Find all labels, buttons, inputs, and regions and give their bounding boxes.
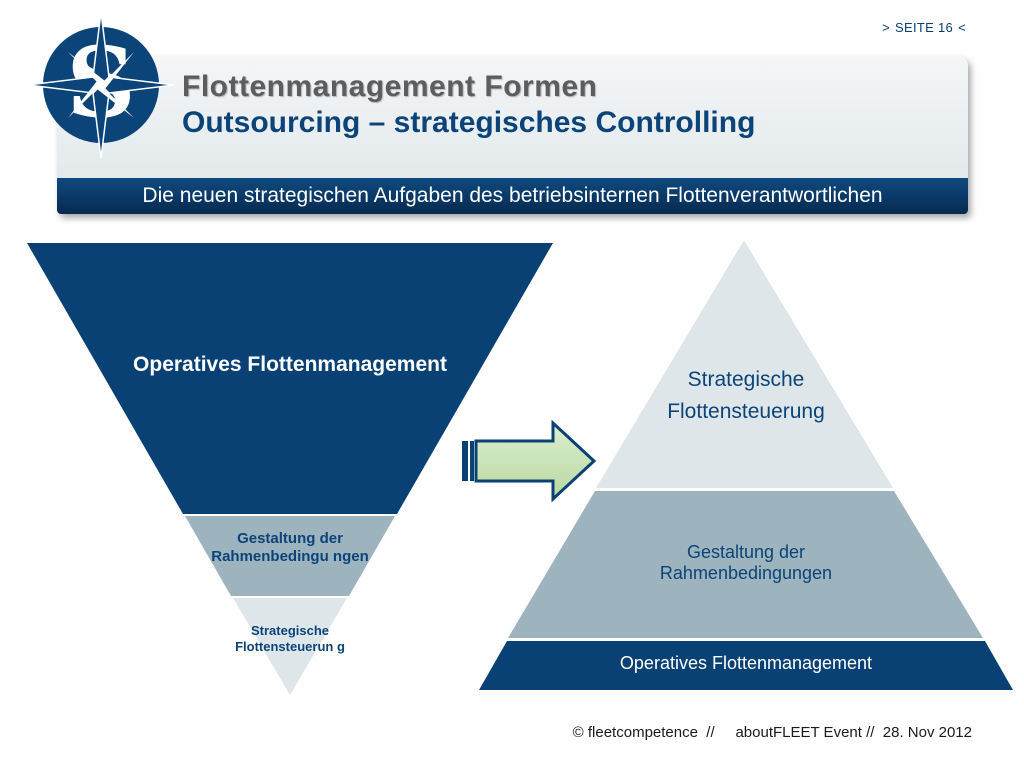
page-title: Flottenmanagement Formen — [182, 70, 598, 103]
pyramid-middle-label: Gestaltung der Rahmenbedingungen — [659, 542, 833, 583]
right-arrow-icon — [462, 419, 597, 503]
pyramid-top-label: Strategische Flottensteuerung — [667, 368, 825, 423]
pyramid-bottom-segment — [479, 641, 1013, 690]
page-number-prefix: > — [882, 20, 891, 35]
pyramid-top-segment — [596, 240, 893, 488]
inverted-pyramid-top-segment — [27, 243, 553, 514]
footer: © fleetcompetence // aboutFLEET Event //… — [572, 724, 972, 741]
page-number-label: SEITE 16 — [895, 20, 954, 35]
inverted-pyramid-bottom-label: Strategische Flottensteuerun g — [235, 623, 345, 654]
inverted-pyramid-top-label: Operatives Flottenmanagement — [133, 353, 447, 376]
pyramid-bottom-label: Operatives Flottenmanagement — [619, 653, 873, 673]
compass-rose-icon: S — [28, 12, 174, 158]
page-subtitle: Outsourcing – strategisches Controlling — [182, 106, 756, 139]
inverted-pyramid-middle-label: Gestaltung der Rahmenbedingu ngen — [211, 530, 369, 565]
page-number: > SEITE 16 < — [882, 20, 966, 35]
inverted-pyramid-bottom-segment — [233, 598, 347, 695]
page-number-suffix: < — [958, 20, 966, 35]
pyramid-middle-segment — [508, 491, 983, 638]
inverted-pyramid-middle-segment — [185, 516, 395, 596]
subtitle-banner: Die neuen strategischen Aufgaben des bet… — [57, 178, 968, 214]
